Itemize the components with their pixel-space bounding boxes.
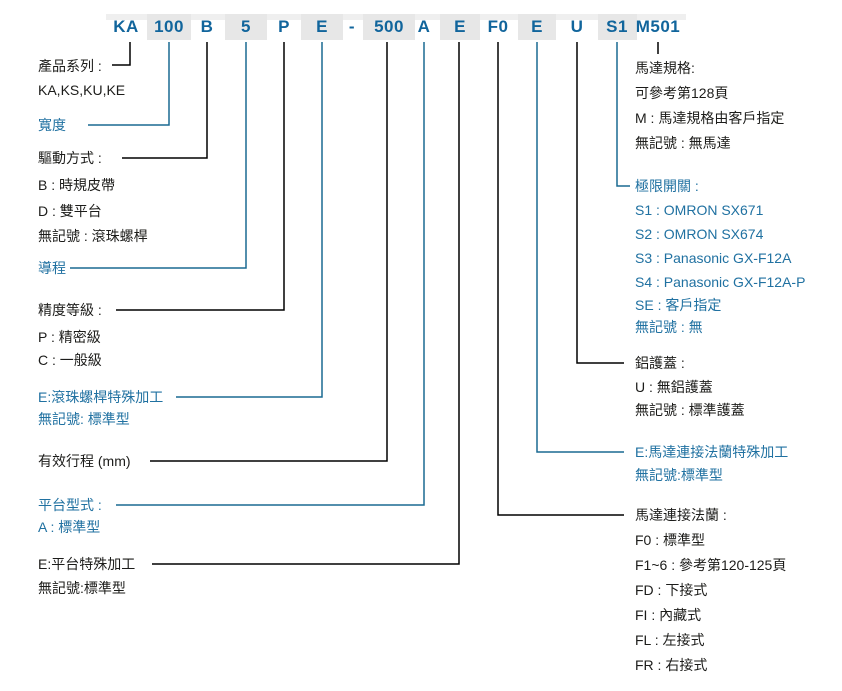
label-limit-switch-s3: S3 : Panasonic GX-F12A [635,250,792,266]
label-drive-none: 無記號 : 滾珠螺桿 [38,228,148,244]
label-accuracy-title: 精度等級 : [38,302,102,318]
code-segment-tile-5 [225,14,267,40]
label-drive-b: B : 時規皮帶 [38,177,116,193]
code-segment-tile-E2 [440,14,480,40]
label-motor-spec-title: 馬達規格: [635,60,695,76]
code-segment-E1: E [316,17,328,36]
label-table-special-e: E:平台特殊加工 [38,556,136,572]
label-flange-fr: FR : 右接式 [635,657,708,673]
lead-line [70,42,247,269]
screw-special-line [176,42,323,398]
width-line [88,42,170,126]
code-segment-F0: F0 [487,17,509,36]
label-drive-title: 驅動方式 : [38,150,102,166]
label-flange-fl: FL : 左接式 [635,632,705,648]
code-segment-tile-S1 [598,14,637,40]
code-segment-500: 500 [374,17,404,36]
code-segment-tile-E3 [518,14,556,40]
label-motor-spec-m: M : 馬達規格由客戶指定 [635,110,785,126]
label-flange-special-none: 無記號:標準型 [635,467,723,483]
code-segment-P: P [278,17,290,36]
code-segment-E3: E [531,17,543,36]
label-width-title: 寬度 [38,117,66,133]
series-line [112,42,131,66]
label-limit-switch-s4: S4 : Panasonic GX-F12A-P [635,274,806,290]
label-table-type-a: A : 標準型 [38,519,101,535]
label-stroke-title: 有效行程 (mm) [38,453,131,469]
code-segment-KA: KA [113,17,139,36]
code-segment-M501: M501 [635,17,681,36]
table-type-line [116,42,425,506]
label-product-series-values: KA,KS,KU,KE [38,82,126,98]
label-cover-none: 無記號 : 標準護蓋 [635,402,745,418]
drive-line [122,42,208,159]
flange-line [497,42,624,516]
label-limit-switch-title: 極限開關 : [635,178,699,194]
label-screw-special-none: 無記號: 標準型 [38,411,130,427]
label-flange-f0: F0 : 標準型 [635,532,706,548]
code-segment-E2: E [454,17,466,36]
code-segment-tile-100 [147,14,191,40]
code-segment-S1: S1 [606,17,628,36]
label-flange-f1-6: F1~6 : 參考第120-125頁 [635,557,787,573]
label-table-special-none: 無記號:標準型 [38,580,126,596]
code-segment-U: U [570,17,584,36]
label-accuracy-p: P : 精密級 [38,329,101,345]
code-segment-100: 100 [154,17,184,36]
label-drive-d: D : 雙平台 [38,203,102,219]
label-motor-spec-none: 無記號 : 無馬達 [635,135,731,151]
label-flange-special-e: E:馬達連接法蘭特殊加工 [635,444,789,460]
label-product-series-title: 產品系列 : [38,58,102,74]
code-segment-A: A [417,17,431,36]
code-segment-tile-E1 [301,14,343,40]
label-cover-title: 鋁護蓋 : [635,355,685,371]
flange-special-line [536,42,624,453]
label-limit-switch-se: SE : 客戶指定 [635,297,722,313]
table-special-line [152,42,460,565]
label-flange-title: 馬達連接法蘭 : [635,507,727,523]
stroke-line [150,42,388,462]
label-lead-title: 導程 [38,260,66,276]
code-segment-5: 5 [241,17,251,36]
code-segment-tile-500 [363,14,415,40]
label-limit-switch-s2: S2 : OMRON SX674 [635,226,764,242]
cover-line [576,42,624,364]
label-limit-switch-none: 無記號 : 無 [635,319,703,335]
limit-switch-line [616,42,630,187]
label-accuracy-c: C : 一般級 [38,352,102,368]
label-screw-special-e: E:滾珠螺桿特殊加工 [38,389,164,405]
label-flange-fi: FI : 內藏式 [635,607,702,623]
label-motor-spec-page: 可參考第128頁 [635,85,729,101]
code-segment-B: B [200,17,214,36]
label-cover-u: U : 無鋁護蓋 [635,379,713,395]
label-flange-fd: FD : 下接式 [635,582,708,598]
accuracy-line [116,42,285,311]
code-segment-dash: - [348,17,356,36]
label-table-type-title: 平台型式 : [38,497,102,513]
label-limit-switch-s1: S1 : OMRON SX671 [635,202,764,218]
